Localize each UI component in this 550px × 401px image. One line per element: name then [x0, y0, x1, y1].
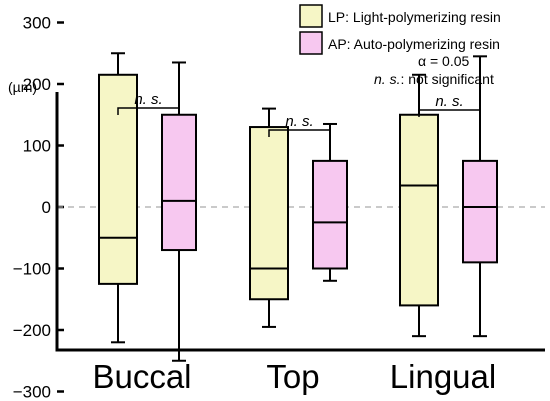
significance-bracket — [117, 107, 180, 115]
significance-label: n. s. — [134, 91, 162, 108]
box-ap-top — [312, 122, 348, 282]
y-axis-ticks: 300 200 100 0 −100 −200 −300 — [13, 14, 64, 401]
box-ap-buccal — [161, 61, 197, 362]
significance-bracket — [418, 109, 481, 117]
y-tick-label: 300 — [23, 14, 51, 33]
y-tick-label: 100 — [23, 137, 51, 156]
box-iqr — [312, 159, 348, 270]
y-tick-label: −300 — [13, 383, 51, 401]
x-label-buccal: Buccal — [92, 358, 191, 395]
box-lp-buccal — [98, 52, 138, 344]
boxes — [98, 52, 498, 362]
box-iqr — [98, 73, 138, 285]
x-label-lingual: Lingual — [390, 358, 496, 395]
significance-label: n. s. — [435, 93, 463, 110]
y-tick-label: 200 — [23, 75, 51, 94]
box-iqr — [249, 126, 289, 301]
significance-top: n. s. — [268, 113, 331, 137]
y-tick-label: 0 — [42, 198, 51, 217]
legend-label-lp: LP: Light-polymerizing resin — [328, 9, 501, 25]
significance-bracket — [268, 129, 331, 137]
x-axis-labels: Buccal Top Lingual — [92, 358, 496, 395]
ns-legend-prefix: n. s. — [374, 71, 400, 87]
x-label-top: Top — [266, 358, 319, 395]
y-axis-label: (µm) — [8, 79, 37, 95]
significance-brackets: n. s. n. s. n. s. — [117, 91, 481, 137]
box-ap-lingual — [462, 55, 498, 338]
box-iqr — [462, 159, 498, 264]
box-lp-top — [249, 107, 289, 328]
box-lp-lingual — [399, 73, 439, 338]
significance-lingual: n. s. — [418, 93, 481, 117]
box-iqr — [161, 113, 197, 252]
alpha-annotation: α = 0.05 — [418, 53, 470, 69]
y-tick-label: −100 — [13, 260, 51, 279]
legend: LP: Light-polymerizing resin AP: Auto-po… — [299, 4, 501, 55]
significance-buccal: n. s. — [117, 91, 180, 115]
y-tick-label: −200 — [13, 321, 51, 340]
legend-label-ap: AP: Auto-polymerizing resin — [328, 36, 500, 52]
ns-legend-annotation: n. s.: not significant — [374, 71, 494, 87]
significance-label: n. s. — [285, 113, 313, 130]
box-iqr — [399, 113, 439, 307]
legend-swatch-lp — [299, 4, 323, 28]
legend-swatch-ap — [299, 31, 323, 55]
